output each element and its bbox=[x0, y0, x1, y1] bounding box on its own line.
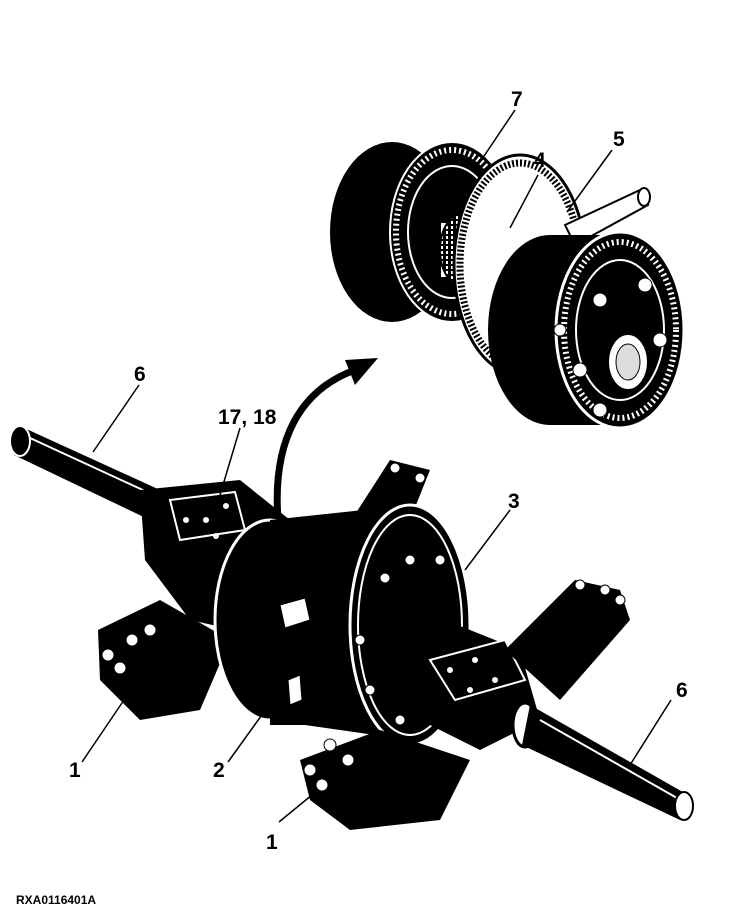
callout-6-right: 6 bbox=[676, 679, 688, 702]
callout-17-18: 17, 18 bbox=[218, 406, 277, 429]
axle-housing bbox=[9, 425, 694, 830]
callout-1-bottom: 1 bbox=[266, 831, 278, 854]
callout-5: 5 bbox=[613, 128, 625, 151]
callout-4: 4 bbox=[534, 149, 546, 172]
callout-1-left: 1 bbox=[69, 759, 81, 782]
leader-lines bbox=[81, 109, 672, 823]
callout-2: 2 bbox=[213, 759, 225, 782]
exploded-view-arrow bbox=[273, 358, 378, 521]
callout-6-left: 6 bbox=[134, 363, 146, 386]
figure-id: RXA0116401A bbox=[16, 893, 97, 907]
callout-7: 7 bbox=[511, 88, 523, 111]
callout-3: 3 bbox=[508, 490, 520, 513]
planetary-gear-assembly bbox=[330, 141, 686, 430]
